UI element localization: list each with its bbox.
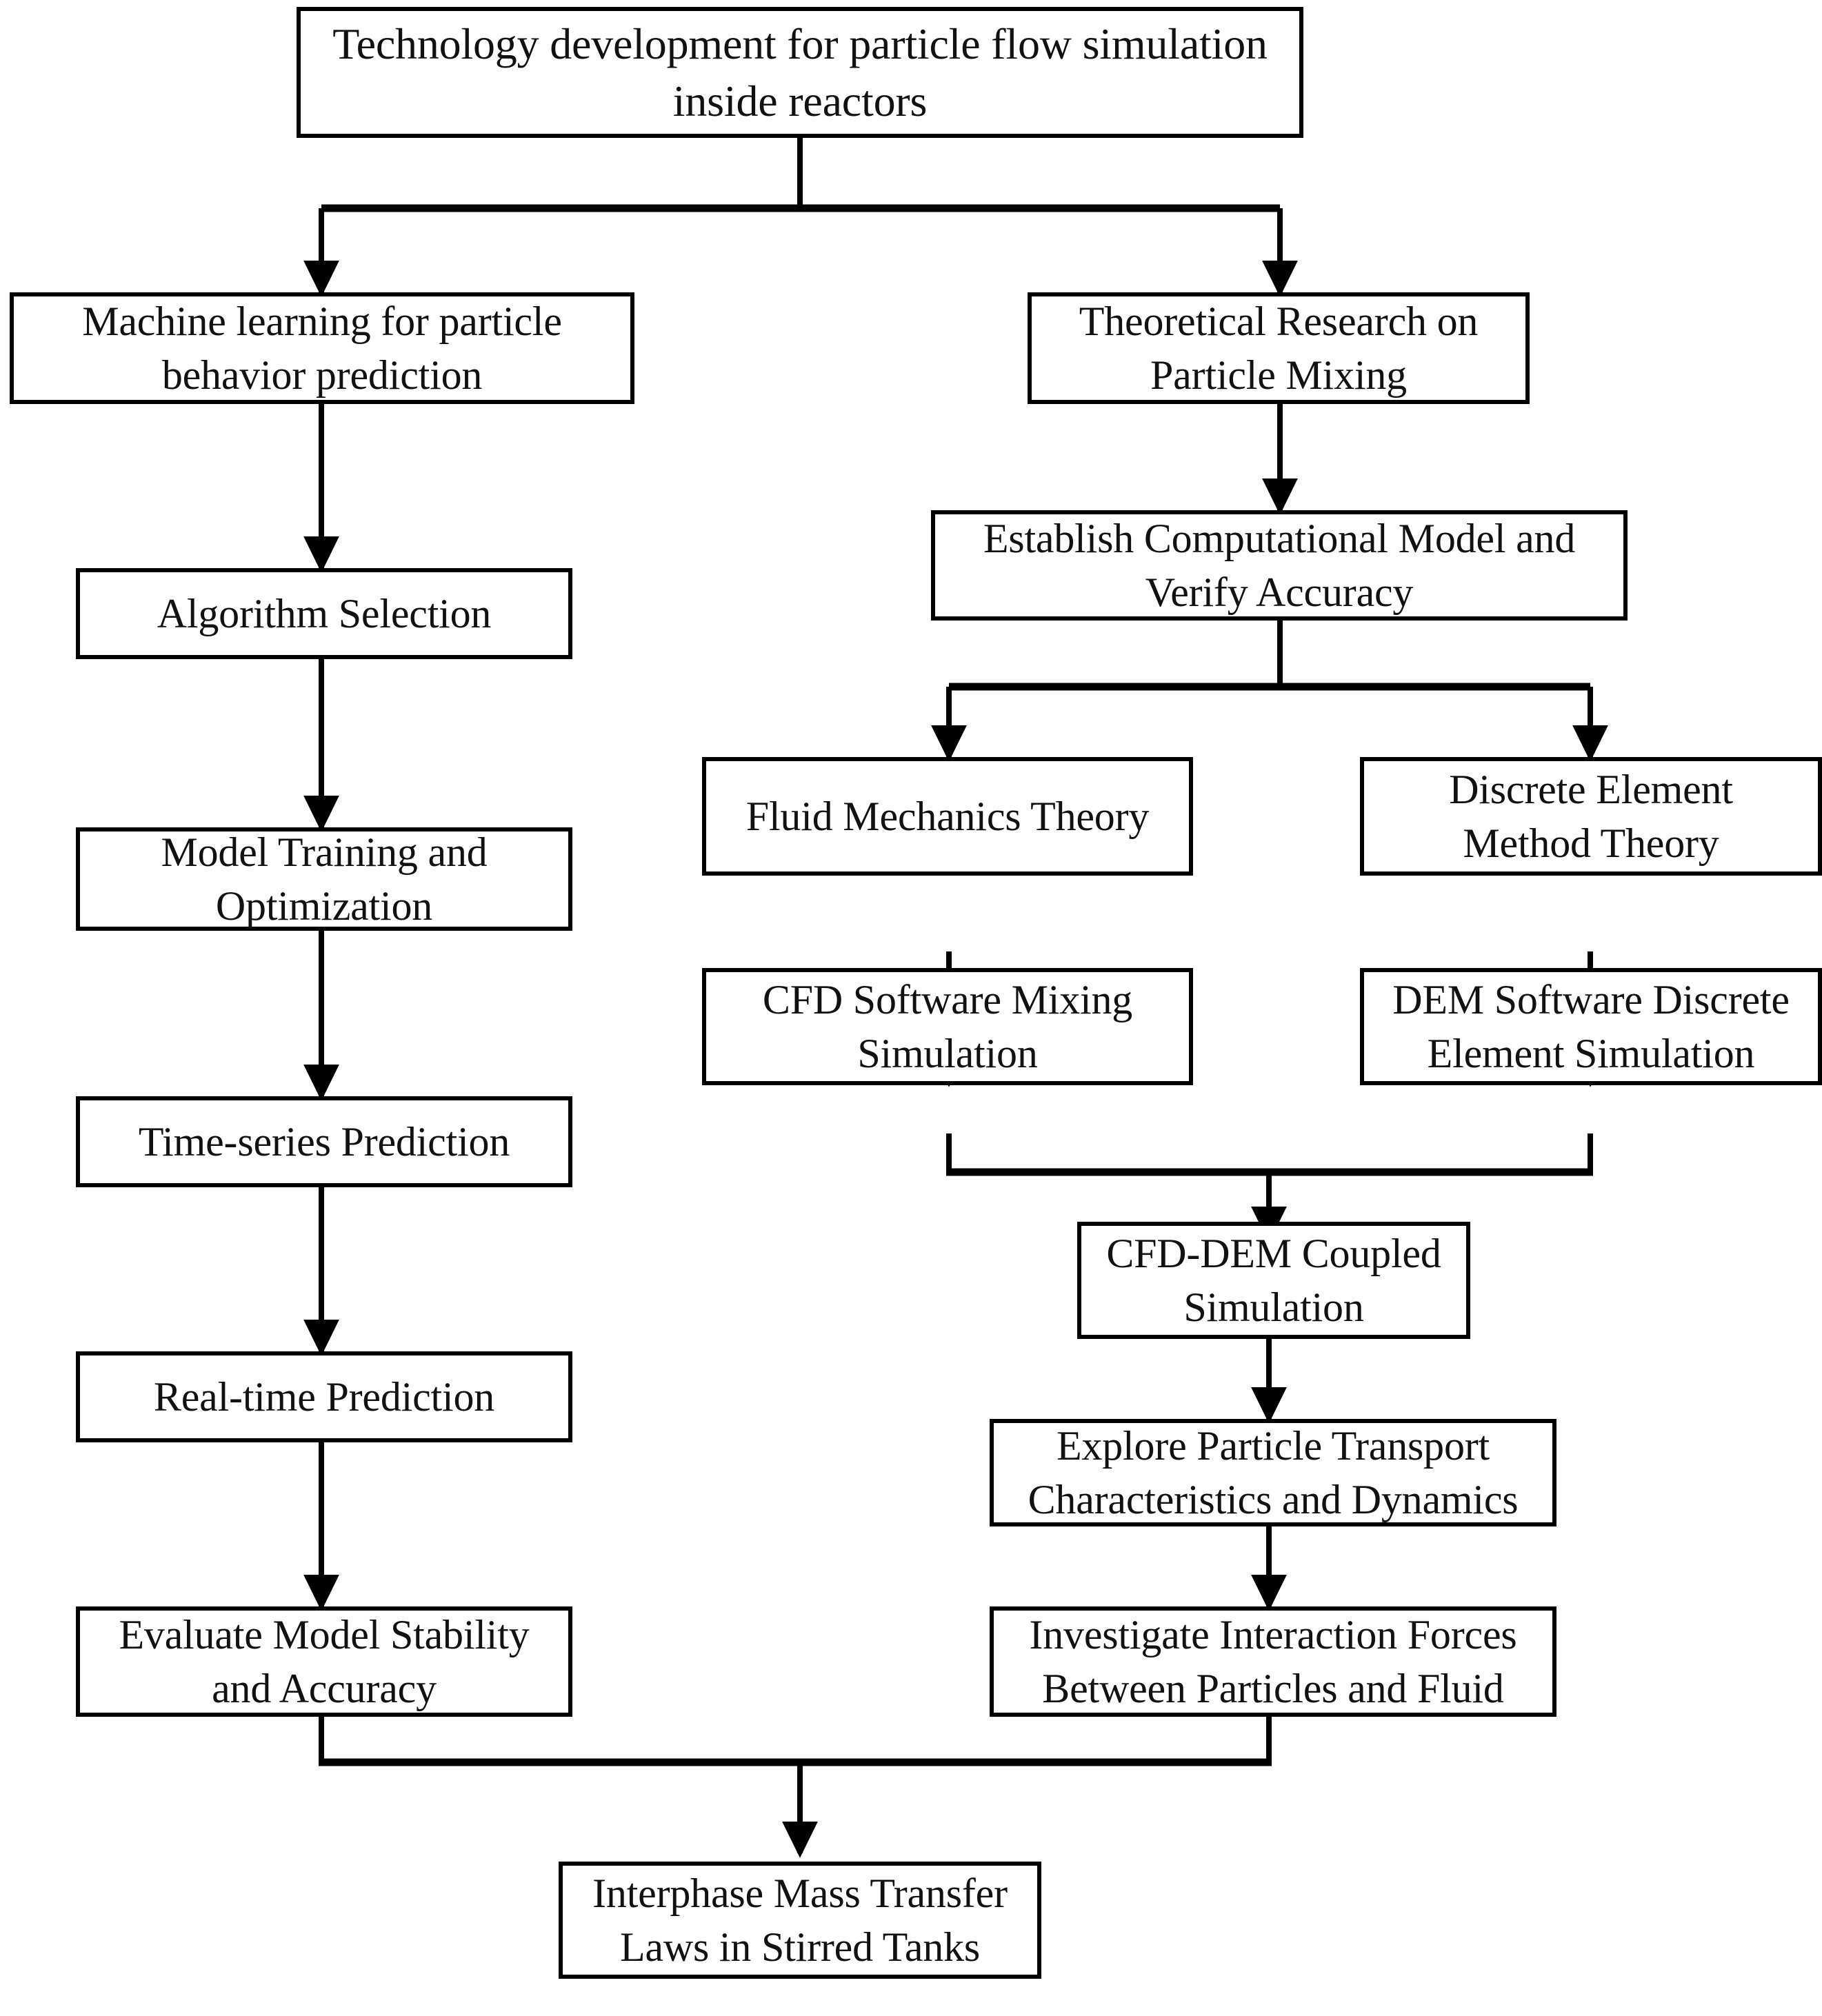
node-algorithm-selection-label: Algorithm Selection (157, 591, 492, 636)
node-root-label: Technology development for particle flow… (332, 19, 1268, 125)
node-final-outcome[interactable]: Interphase Mass Transfer Laws in Stirred… (559, 1862, 1041, 1979)
node-explore-transport-label: Explore Particle Transport Characteristi… (1028, 1423, 1519, 1522)
node-evaluate-model-label: Evaluate Model Stability and Accuracy (119, 1612, 530, 1711)
node-cfd-dem-coupled[interactable]: CFD-DEM Coupled Simulation (1077, 1222, 1470, 1339)
node-machine-learning-branch[interactable]: Machine learning for particle behavior p… (10, 292, 634, 404)
node-dem-theory[interactable]: Discrete Element Method Theory (1360, 757, 1822, 876)
node-final-outcome-label: Interphase Mass Transfer Laws in Stirred… (592, 1871, 1008, 1970)
node-theoretical-research-branch[interactable]: Theoretical Research on Particle Mixing (1028, 292, 1530, 404)
node-theoretical-research-branch-label: Theoretical Research on Particle Mixing (1079, 299, 1479, 398)
node-time-series-prediction[interactable]: Time-series Prediction (76, 1096, 572, 1187)
node-machine-learning-branch-label: Machine learning for particle behavior p… (82, 299, 562, 398)
node-investigate-forces-label: Investigate Interaction Forces Between P… (1029, 1612, 1517, 1711)
node-cfd-dem-coupled-label: CFD-DEM Coupled Simulation (1106, 1231, 1441, 1330)
node-root[interactable]: Technology development for particle flow… (297, 7, 1303, 138)
node-model-training[interactable]: Model Training and Optimization (76, 827, 572, 931)
node-cfd-simulation[interactable]: CFD Software Mixing Simulation (702, 968, 1193, 1085)
node-establish-model-label: Establish Computational Model and Verify… (983, 516, 1576, 615)
node-real-time-prediction[interactable]: Real-time Prediction (76, 1351, 572, 1442)
node-real-time-prediction-label: Real-time Prediction (153, 1374, 495, 1420)
node-investigate-forces[interactable]: Investigate Interaction Forces Between P… (990, 1606, 1556, 1717)
node-dem-simulation-label: DEM Software Discrete Element Simulation (1392, 977, 1790, 1076)
node-explore-transport[interactable]: Explore Particle Transport Characteristi… (990, 1419, 1556, 1526)
node-algorithm-selection[interactable]: Algorithm Selection (76, 568, 572, 659)
node-time-series-prediction-label: Time-series Prediction (138, 1119, 510, 1165)
node-cfd-simulation-label: CFD Software Mixing Simulation (762, 977, 1133, 1076)
node-dem-simulation[interactable]: DEM Software Discrete Element Simulation (1360, 968, 1822, 1085)
node-fluid-mechanics-theory[interactable]: Fluid Mechanics Theory (702, 757, 1193, 876)
node-fluid-mechanics-theory-label: Fluid Mechanics Theory (745, 794, 1150, 839)
node-dem-theory-label: Discrete Element Method Theory (1449, 767, 1733, 866)
node-establish-model[interactable]: Establish Computational Model and Verify… (931, 510, 1628, 621)
node-model-training-label: Model Training and Optimization (161, 829, 488, 929)
node-evaluate-model[interactable]: Evaluate Model Stability and Accuracy (76, 1606, 572, 1717)
